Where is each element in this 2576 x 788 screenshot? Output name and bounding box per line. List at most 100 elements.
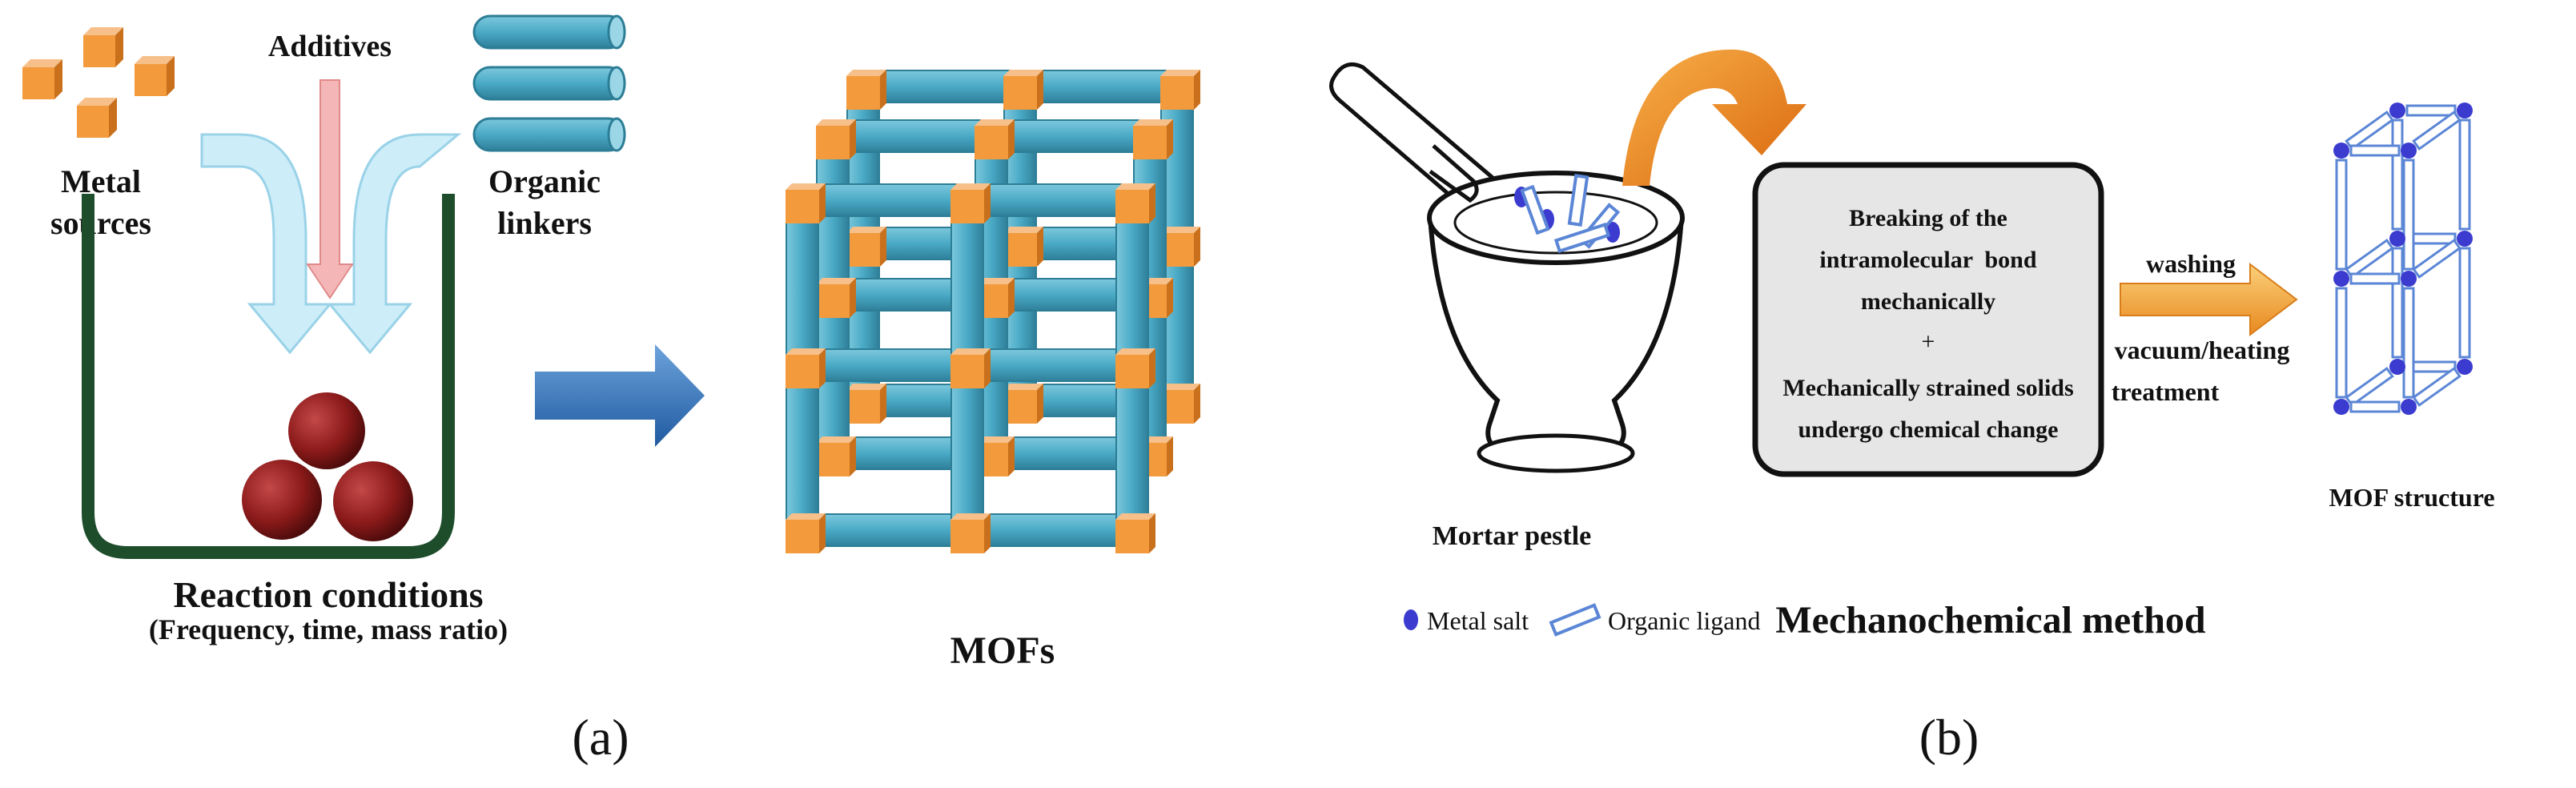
pestle-front	[1429, 144, 1479, 203]
lattice-node	[2401, 271, 2417, 287]
synthesis-arrow	[535, 344, 705, 447]
caption-b: (b)	[1919, 709, 1979, 766]
lattice-node	[2333, 399, 2349, 415]
reactant-sphere	[288, 392, 365, 469]
treatment-label: treatment	[2112, 377, 2220, 406]
metal-sources-label-line1: Metal	[61, 163, 141, 199]
lattice-bond	[2458, 247, 2471, 359]
ligand-particle	[1553, 222, 1611, 254]
lattice-node	[2457, 231, 2473, 247]
metal-node-icon	[786, 183, 826, 223]
ligand-particle	[1520, 184, 1550, 235]
lattice-bond	[2412, 367, 2461, 408]
lattice-node	[2457, 103, 2473, 119]
metal-node-icon	[1160, 227, 1200, 267]
process-line: intramolecular bond	[1819, 247, 2036, 273]
lattice-bond	[2335, 159, 2348, 271]
panel-b: Mortar pestle Metal salt Organic ligand …	[1329, 49, 2495, 766]
mof-layer	[786, 183, 1155, 553]
mof-structure	[2333, 103, 2473, 415]
reaction-details-label: (Frequency, time, mass ratio)	[149, 613, 508, 645]
process-text: Breaking of the intramolecular bond mech…	[1782, 205, 2073, 443]
lattice-node	[2401, 399, 2417, 415]
metal-salt-particle	[1605, 222, 1620, 243]
metal-node-icon	[846, 384, 886, 424]
cube-icon	[22, 59, 62, 99]
metal-sources-label-line2: sources	[50, 205, 151, 241]
metal-node-icon	[816, 278, 856, 318]
metal-node-icon	[975, 436, 1015, 476]
metal-node-icon	[1115, 183, 1155, 223]
lattice-bond	[2402, 159, 2415, 271]
metal-node-icon	[1115, 348, 1155, 388]
process-line: +	[1922, 328, 1935, 355]
lattice-bond	[2402, 287, 2415, 399]
metal-node-icon	[950, 513, 991, 553]
lattice-node	[2389, 103, 2405, 119]
ligand-particle	[1567, 174, 1589, 227]
process-line: undergo chemical change	[1798, 416, 2059, 443]
metal-node-icon	[1003, 70, 1043, 110]
organic-linkers-arrow	[327, 133, 462, 355]
additives-label: Additives	[268, 30, 392, 63]
metal-node-icon	[816, 119, 856, 159]
lattice-bond	[2345, 111, 2394, 151]
method-title: Mechanochemical method	[1775, 599, 2206, 641]
metal-salt-legend-icon	[1404, 609, 1418, 630]
process-box	[1752, 162, 2104, 477]
metal-node-icon	[846, 70, 886, 110]
mof-structure-label: MOF structure	[2329, 483, 2494, 512]
organic-linkers-label-line2: linkers	[497, 205, 592, 241]
mortar-pestle-icon	[1329, 62, 1685, 473]
process-line: Breaking of the	[1849, 205, 2007, 231]
additives-arrow	[306, 79, 354, 300]
metal-node-icon	[786, 348, 826, 388]
metal-node-icon	[1160, 70, 1200, 110]
legend-metal-salt: Metal salt	[1427, 606, 1529, 635]
lattice-node	[2401, 143, 2417, 159]
organic-ligand-legend-icon	[1549, 603, 1601, 637]
lattice-bond	[2349, 400, 2401, 413]
washing-label: washing	[2146, 249, 2236, 278]
reaction-conditions-label: Reaction conditions	[173, 574, 483, 615]
lattice-bond	[2405, 104, 2457, 117]
vacuum-heating-label: vacuum/heating	[2115, 336, 2290, 364]
lattice-bond	[2345, 367, 2394, 408]
cube-icon	[135, 56, 175, 96]
mortar-contents	[1514, 174, 1621, 254]
mortar-foot	[1477, 433, 1635, 473]
lattice-node	[2389, 231, 2405, 247]
lattice-bond	[2391, 119, 2404, 231]
organic-linker-rods	[472, 14, 626, 152]
legend-organic-ligand: Organic ligand	[1608, 606, 1760, 635]
lattice-node	[2389, 359, 2405, 375]
mofs-label: MOFs	[950, 629, 1055, 672]
metal-sources-arrow	[200, 133, 333, 355]
organic-linkers-label-line1: Organic	[488, 163, 601, 199]
cube-icon	[83, 27, 123, 67]
washing-arrow	[2120, 262, 2298, 337]
reactant-sphere	[333, 461, 413, 541]
linker-rod-icon	[472, 117, 626, 152]
metal-node-icon	[1003, 384, 1043, 424]
lattice-bond	[2412, 111, 2461, 151]
metal-node-icon	[1133, 119, 1173, 159]
lattice-node	[2333, 143, 2349, 159]
legend: Metal salt Organic ligand	[1404, 603, 1760, 637]
metal-node-icon	[846, 227, 886, 267]
lattice-bond	[2349, 272, 2401, 285]
beaker	[82, 194, 455, 559]
lattice-node	[2333, 271, 2349, 287]
process-line: mechanically	[1861, 288, 1995, 315]
linker-rod-icon	[472, 14, 626, 50]
metal-node-icon	[816, 436, 856, 476]
panel-a: Additives Metal sources Organic linkers	[22, 14, 1200, 766]
lattice-bond	[2391, 247, 2404, 359]
lattice-node	[2457, 359, 2473, 375]
metal-node-icon	[1115, 513, 1155, 553]
lattice-bond	[2458, 119, 2471, 231]
reactant-sphere	[242, 460, 322, 540]
linker-rod-icon	[472, 66, 626, 101]
metal-node-icon	[975, 119, 1015, 159]
